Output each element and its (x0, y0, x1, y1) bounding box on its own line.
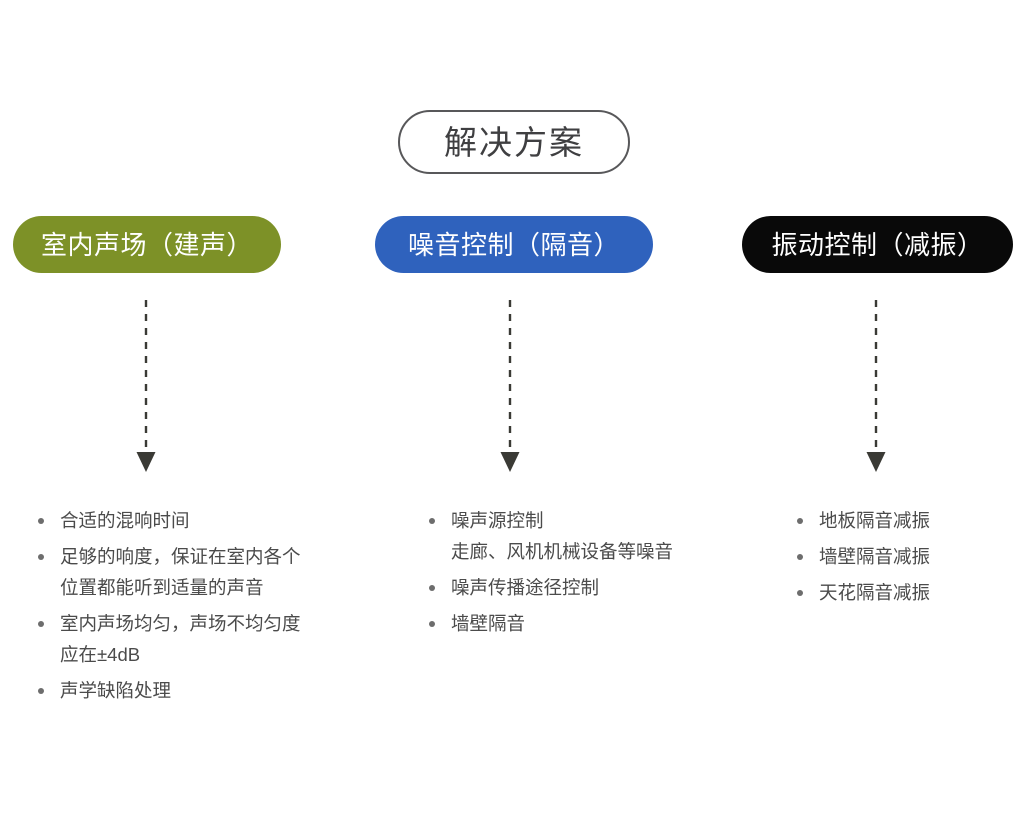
bullet-dot-icon (38, 554, 44, 560)
list-item: 地板隔音减振 (793, 505, 1013, 536)
list-item: 合适的混响时间 (34, 505, 354, 536)
list-item: 噪声传播途径控制 (425, 572, 725, 603)
list-item-text: 墙壁隔音减振 (819, 546, 931, 567)
list-item: 足够的响度，保证在室内各个 位置都能听到适量的声音 (34, 541, 354, 603)
list-item-text: 足够的响度，保证在室内各个 (60, 546, 301, 567)
category-pill-noise-control: 噪音控制（隔音） (375, 216, 653, 273)
root-node-solution: 解决方案 (398, 110, 630, 174)
bullet-dot-icon (429, 518, 435, 524)
list-item-text: 噪声传播途径控制 (451, 577, 600, 598)
category-pill-label: 振动控制（减振） (771, 229, 984, 260)
bullet-dot-icon (797, 590, 803, 596)
list-item-text-continued: 应在±4dB (60, 644, 141, 665)
category-pill-vibration-control: 振动控制（减振） (742, 216, 1013, 273)
list-item: 声学缺陷处理 (34, 675, 354, 706)
arrow-down-icon (134, 300, 158, 476)
category-pill-label: 室内声场（建声） (40, 229, 253, 260)
bullet-dot-icon (38, 688, 44, 694)
bullet-list-indoor-sound-field: 合适的混响时间 足够的响度，保证在室内各个 位置都能听到适量的声音 室内声场均匀… (34, 505, 354, 711)
list-item-text: 声学缺陷处理 (60, 680, 172, 701)
bullet-dot-icon (429, 621, 435, 627)
list-item: 墙壁隔音 (425, 608, 725, 639)
list-item: 室内声场均匀，声场不均匀度 应在±4dB (34, 608, 354, 670)
bullet-list-noise-control: 噪声源控制 走廊、风机机械设备等噪音 噪声传播途径控制 墙壁隔音 (425, 505, 725, 644)
bullet-list-vibration-control: 地板隔音减振 墙壁隔音减振 天花隔音减振 (793, 505, 1013, 613)
category-pill-indoor-sound-field: 室内声场（建声） (13, 216, 281, 273)
category-pill-label: 噪音控制（隔音） (407, 229, 620, 260)
bullet-dot-icon (797, 554, 803, 560)
list-item-text: 合适的混响时间 (60, 510, 190, 531)
list-item-text-continued: 走廊、风机机械设备等噪音 (451, 541, 674, 562)
bullet-dot-icon (38, 518, 44, 524)
bullet-dot-icon (429, 585, 435, 591)
list-item-text: 室内声场均匀，声场不均匀度 (60, 613, 301, 634)
arrow-down-icon (498, 300, 522, 476)
arrow-down-icon (864, 300, 888, 476)
root-node-label: 解决方案 (444, 123, 584, 161)
list-item-text-continued: 位置都能听到适量的声音 (60, 577, 264, 598)
list-item: 噪声源控制 走廊、风机机械设备等噪音 (425, 505, 725, 567)
list-item-text: 天花隔音减振 (819, 582, 931, 603)
list-item: 墙壁隔音减振 (793, 541, 1013, 572)
list-item: 天花隔音减振 (793, 577, 1013, 608)
bullet-dot-icon (38, 621, 44, 627)
bullet-dot-icon (797, 518, 803, 524)
list-item-text: 噪声源控制 (451, 510, 544, 531)
list-item-text: 地板隔音减振 (819, 510, 931, 531)
list-item-text: 墙壁隔音 (451, 613, 526, 634)
